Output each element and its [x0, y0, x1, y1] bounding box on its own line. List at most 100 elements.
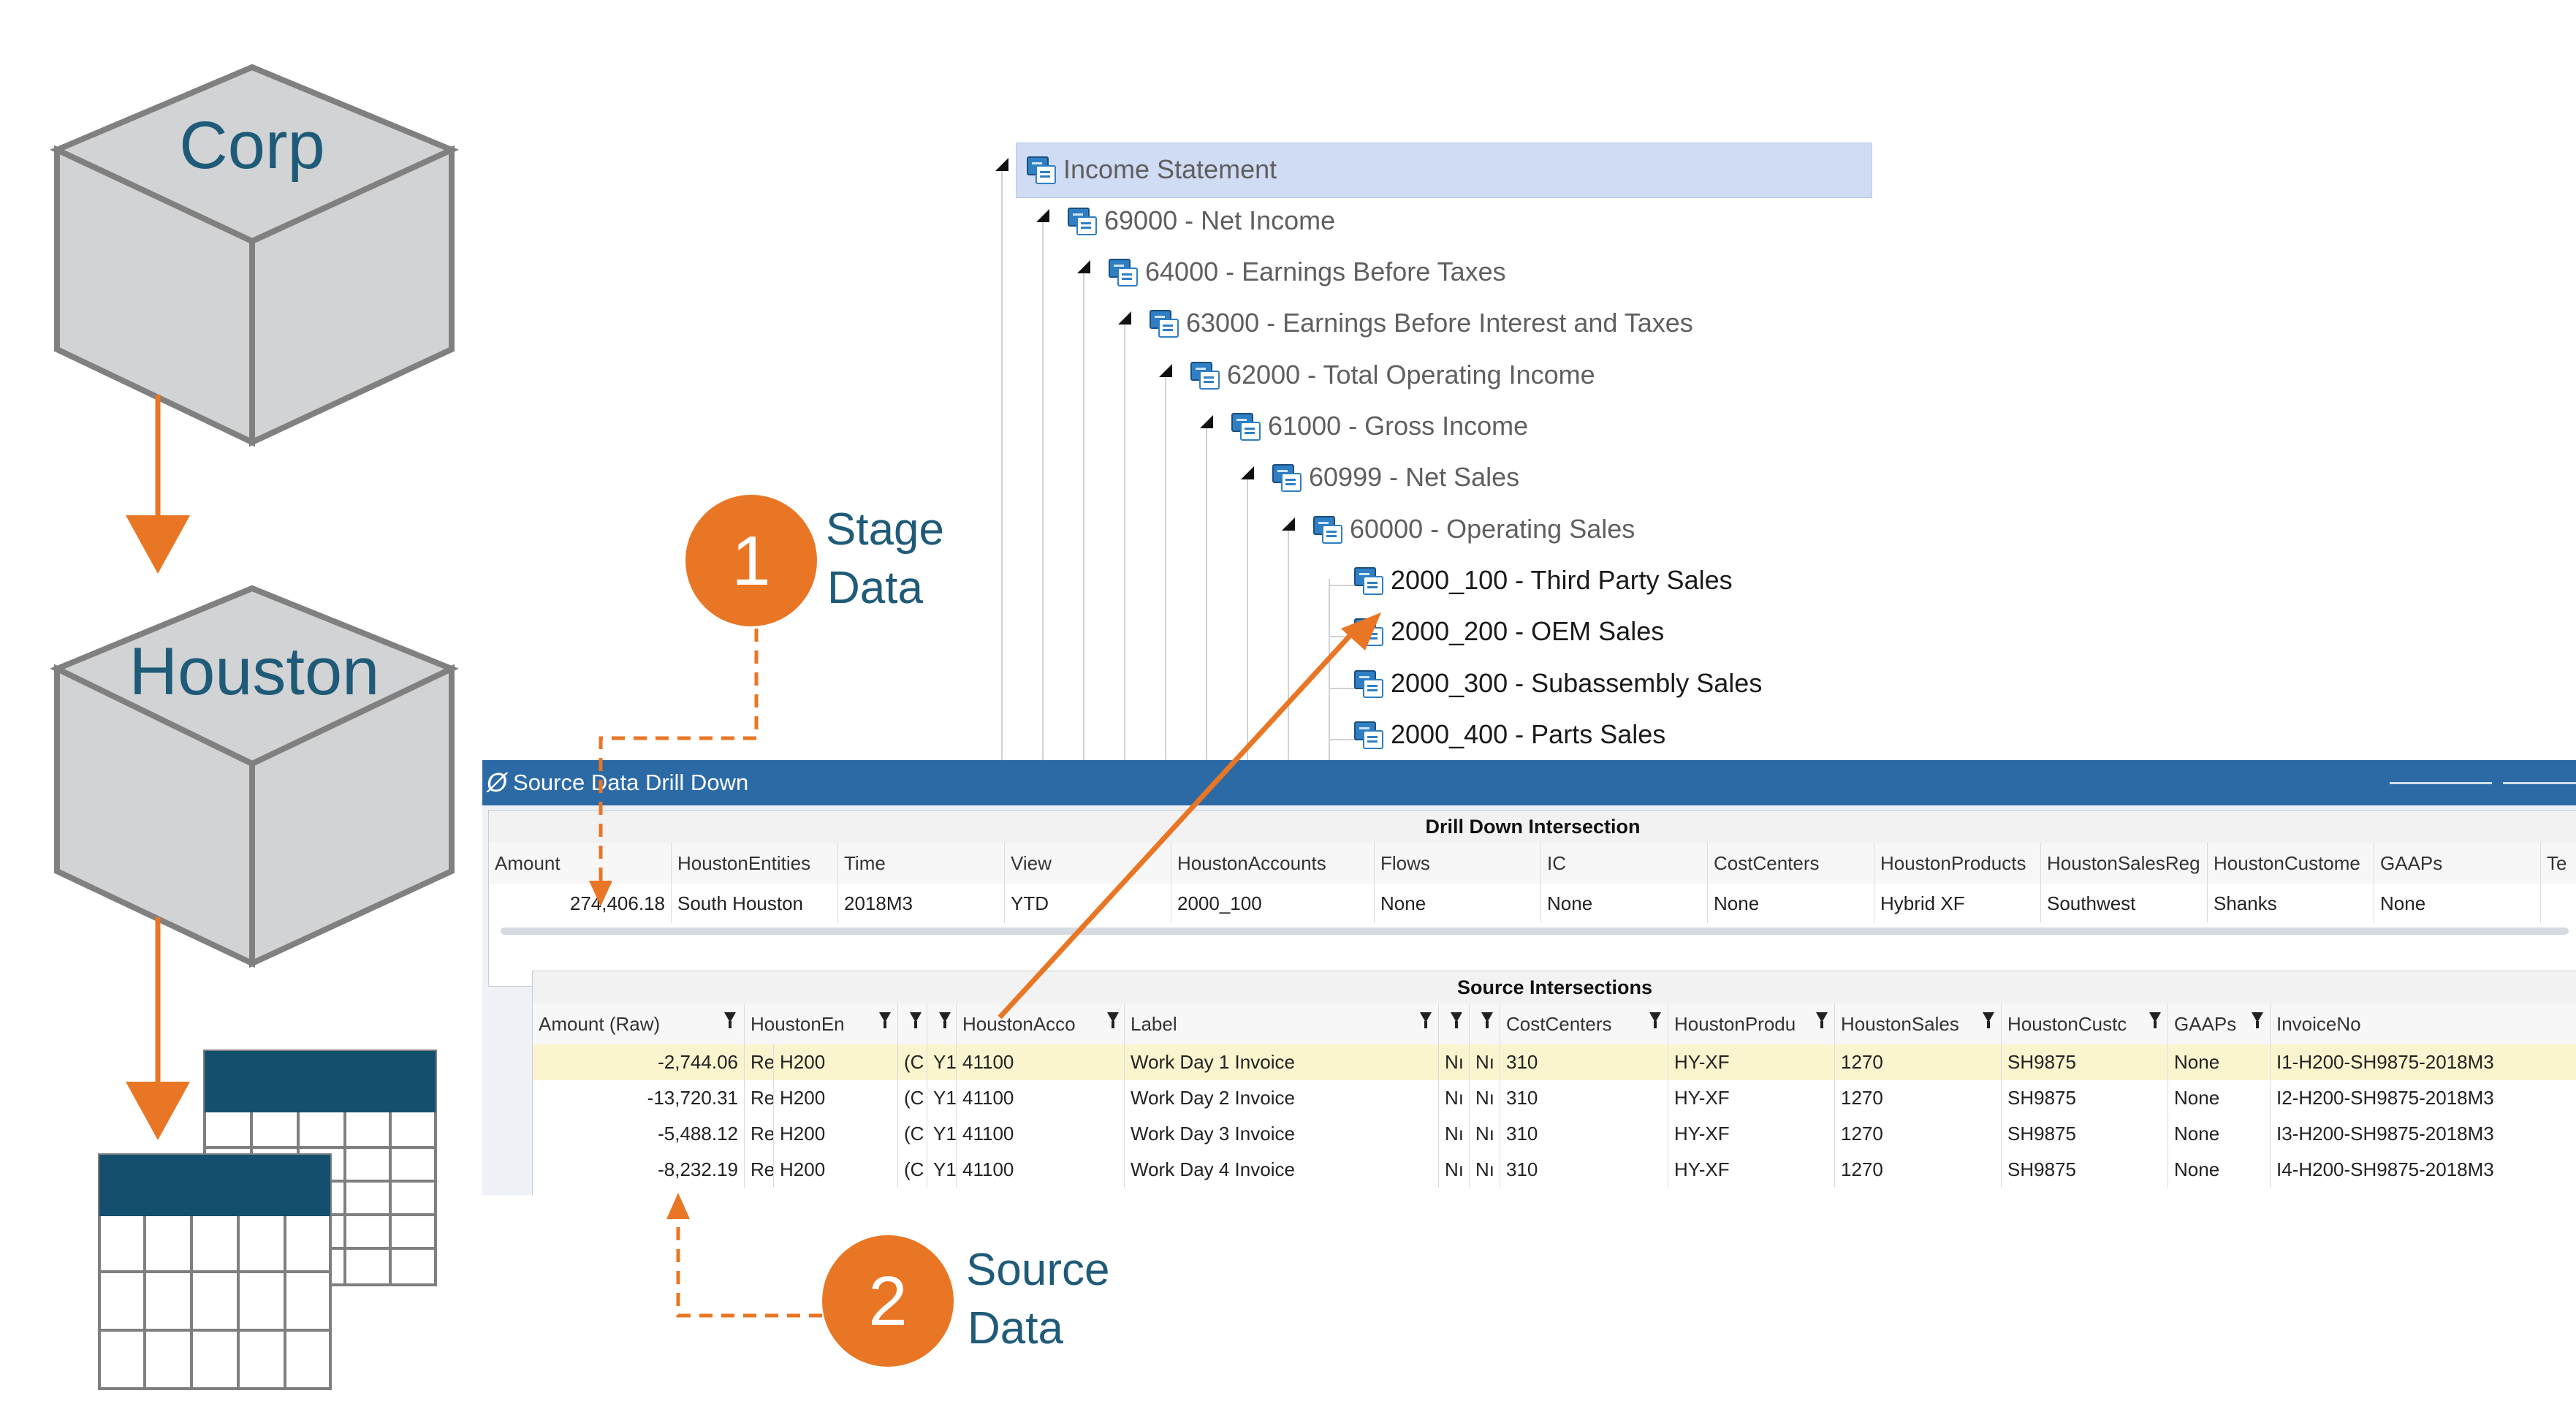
tree-node[interactable]: 62000 - Total Operating Income	[1190, 352, 1595, 398]
column-header[interactable]: Label	[1125, 1003, 1439, 1044]
expander-icon[interactable]	[1118, 311, 1131, 325]
column-header[interactable]	[1470, 1003, 1500, 1044]
member-icon	[1354, 567, 1383, 595]
column-header[interactable]: HoustonEntities	[672, 843, 838, 884]
filter-icon[interactable]	[879, 1012, 891, 1028]
filter-icon[interactable]	[724, 1012, 736, 1028]
column-label: HoustonAcco	[962, 1012, 1076, 1035]
tree-node[interactable]: 63000 - Earnings Before Interest and Tax…	[1150, 300, 1693, 346]
table-cell: 1270	[1835, 1044, 2002, 1080]
table-cell: I1-H200-SH9875-2018M3	[2271, 1044, 2576, 1080]
table-cell: Work Day 1 Invoice	[1125, 1044, 1439, 1080]
table-cell: Nı	[1470, 1080, 1500, 1116]
column-header[interactable]	[898, 1003, 927, 1044]
filter-icon[interactable]	[2252, 1012, 2263, 1028]
column-header[interactable]	[927, 1003, 957, 1044]
tree-node-label: 63000 - Earnings Before Interest and Tax…	[1186, 308, 1693, 338]
tree-node[interactable]: 64000 - Earnings Before Taxes	[1109, 249, 1506, 295]
table-cell: None	[1541, 884, 1708, 923]
column-header[interactable]: Te	[2541, 843, 2576, 884]
filter-icon[interactable]	[1420, 1012, 1432, 1028]
column-header[interactable]: HoustonSales	[1835, 1003, 2002, 1044]
table-row[interactable]: 274,406.18 South Houston 2018M3 YTD 2000…	[489, 884, 2576, 923]
table-cell: Hybrid XF	[1874, 884, 2041, 923]
app-logo-icon: Ø	[487, 767, 508, 797]
minimize-control[interactable]	[2390, 782, 2492, 784]
column-header[interactable]: HoustonCustome	[2208, 843, 2374, 884]
tree-node[interactable]: 61000 - Gross Income	[1231, 403, 1528, 449]
column-header[interactable]	[1439, 1003, 1470, 1044]
expander-icon[interactable]	[1036, 209, 1049, 222]
table-cell: (C	[898, 1152, 927, 1188]
table-cell: SH9875	[2002, 1152, 2168, 1188]
column-header[interactable]: InvoiceNo	[2271, 1003, 2576, 1044]
expander-icon[interactable]	[1241, 466, 1254, 479]
filter-icon[interactable]	[939, 1012, 951, 1028]
source-intersections-panel: Source Intersections Amount (Raw) Housto…	[532, 971, 2576, 1195]
tree-node[interactable]: 60000 - Operating Sales	[1313, 506, 1635, 552]
tree-node[interactable]: 2000_400 - Parts Sales	[1354, 712, 1665, 757]
table-cell: Nı	[1470, 1116, 1500, 1152]
column-header[interactable]: Time	[838, 843, 1005, 884]
table-cell: (C	[898, 1116, 927, 1152]
expander-icon[interactable]	[995, 158, 1008, 171]
table-cell: Re	[745, 1152, 774, 1188]
column-header[interactable]: IC	[1541, 843, 1708, 884]
tree-node[interactable]: 69000 - Net Income	[1068, 198, 1335, 243]
filter-icon[interactable]	[2149, 1012, 2161, 1028]
table-cell: Nı	[1470, 1044, 1500, 1080]
column-header[interactable]: GAAPs	[2374, 843, 2541, 884]
table-cell: None	[2168, 1152, 2271, 1188]
expander-icon[interactable]	[1077, 260, 1090, 273]
column-header[interactable]: Amount (Raw)	[533, 1003, 745, 1044]
column-header[interactable]: CostCenters	[1500, 1003, 1668, 1044]
column-header[interactable]: HoustonEn	[745, 1003, 898, 1044]
table-cell: I2-H200-SH9875-2018M3	[2271, 1080, 2576, 1116]
filter-icon[interactable]	[1983, 1012, 1994, 1028]
column-header[interactable]: GAAPs	[2168, 1003, 2271, 1044]
tree-node-label: 2000_200 - OEM Sales	[1391, 616, 1665, 646]
column-header[interactable]: Amount	[489, 843, 672, 884]
expander-icon[interactable]	[1159, 364, 1172, 377]
table-cell: SH9875	[2002, 1044, 2168, 1080]
table-cell: 2018M3	[838, 884, 1005, 923]
horizontal-scrollbar[interactable]	[501, 927, 2569, 935]
tree-node[interactable]: 2000_300 - Subassembly Sales	[1354, 661, 1762, 706]
column-header[interactable]: HoustonAccounts	[1171, 843, 1375, 884]
table-cell: Work Day 2 Invoice	[1125, 1080, 1439, 1116]
column-header[interactable]: HoustonSalesReg	[2041, 843, 2208, 884]
filter-icon[interactable]	[910, 1012, 922, 1028]
column-header[interactable]: Flows	[1375, 843, 1541, 884]
expander-icon[interactable]	[1282, 517, 1295, 531]
tree-node[interactable]: 2000_200 - OEM Sales	[1354, 609, 1664, 654]
table-cell: None	[2168, 1116, 2271, 1152]
filter-icon[interactable]	[1107, 1012, 1119, 1028]
table-cell: (C	[898, 1044, 927, 1080]
filter-icon[interactable]	[1816, 1012, 1828, 1028]
column-header[interactable]: HoustonCustc	[2002, 1003, 2168, 1044]
column-header[interactable]: HoustonProdu	[1668, 1003, 1835, 1044]
filter-icon[interactable]	[1649, 1012, 1661, 1028]
filter-icon[interactable]	[1451, 1012, 1462, 1028]
member-icon	[1354, 618, 1383, 646]
filter-icon[interactable]	[1481, 1012, 1493, 1028]
column-label: InvoiceNo	[2276, 1012, 2361, 1035]
table-cell: (C	[898, 1080, 927, 1116]
window-control[interactable]	[2503, 782, 2576, 784]
expander-icon[interactable]	[1200, 415, 1213, 428]
tree-node-label: 60999 - Net Sales	[1309, 462, 1520, 492]
table-cell: Southwest	[2041, 884, 2208, 923]
column-header[interactable]: CostCenters	[1708, 843, 1874, 884]
column-header[interactable]: HoustonProducts	[1874, 843, 2041, 884]
window-title-bar[interactable]: Ø Source Data Drill Down	[482, 760, 2576, 805]
tree-node[interactable]: 2000_100 - Third Party Sales	[1354, 558, 1733, 603]
column-header[interactable]: HoustonAcco	[957, 1003, 1125, 1044]
tree-node[interactable]: Income Statement	[1027, 147, 1277, 192]
column-header[interactable]: View	[1005, 843, 1171, 884]
tree-node[interactable]: 60999 - Net Sales	[1272, 455, 1519, 500]
table-cell: 274,406.18	[489, 884, 672, 923]
